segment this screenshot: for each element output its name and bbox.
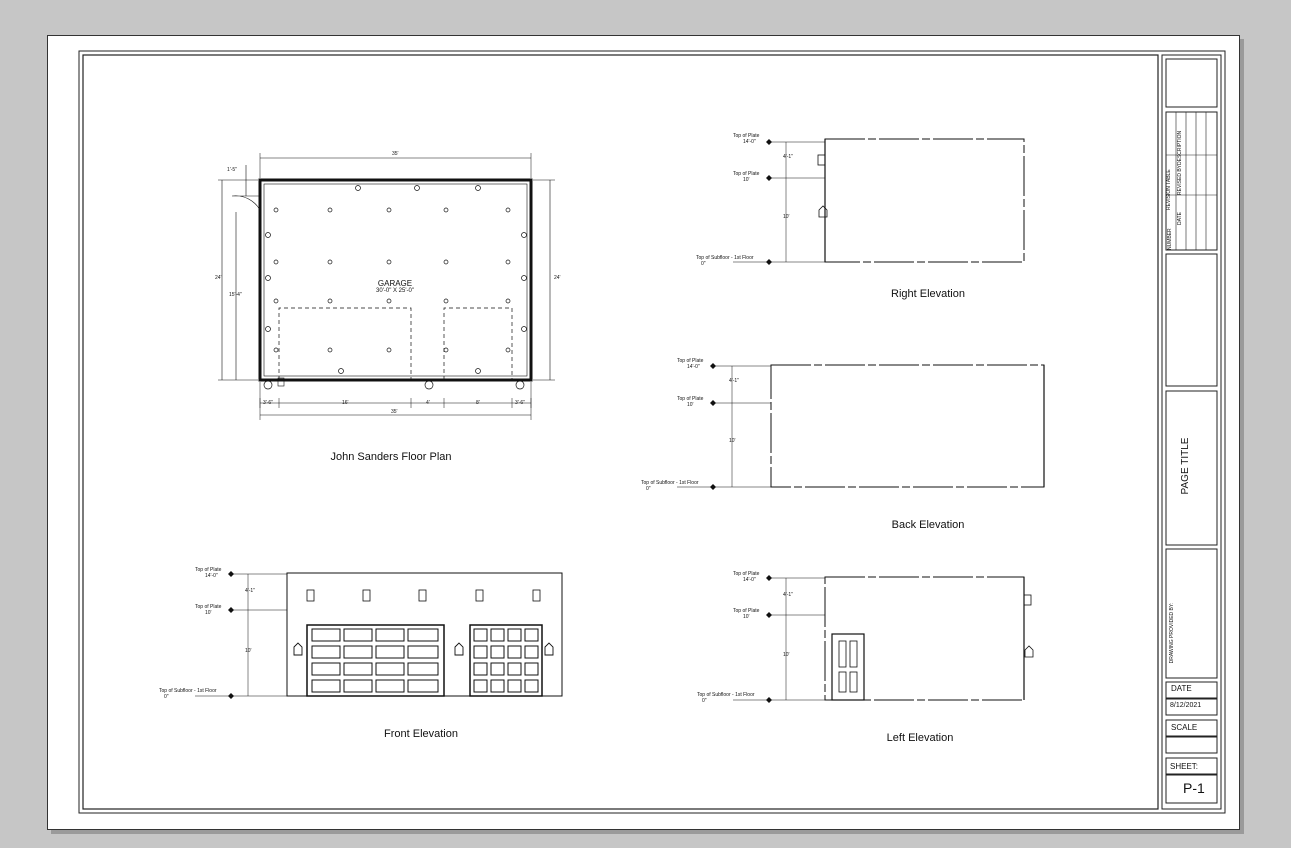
entry-door — [831, 633, 865, 701]
garage-door-2-opening — [443, 307, 513, 380]
marker-top-plate: Top of Plate — [677, 358, 704, 364]
marker-top-plate: Top of Plate — [733, 608, 760, 614]
drawing-provided-by: DRAWING PROVIDED BY: — [1169, 602, 1175, 664]
front-windows — [306, 589, 541, 602]
marker-top-plate-value: 14'-0" — [205, 573, 218, 579]
marker-top-plate: Top of Plate — [733, 571, 760, 577]
right-elevation-title: Right Elevation — [891, 288, 965, 300]
marker-subfloor-value: 0" — [702, 698, 707, 704]
marker-top-plate-value: 14'-0" — [743, 139, 756, 145]
revision-header-description: DESCRIPTION — [1177, 130, 1183, 165]
garage-door-1 — [306, 624, 445, 697]
dim-left: 24' — [215, 275, 222, 281]
marker-top-plate-value: 14'-0" — [687, 364, 700, 370]
garage-walls-inner — [263, 183, 528, 377]
left-elevation-drawing — [733, 576, 1034, 701]
left-elevation-title: Left Elevation — [886, 732, 954, 744]
page-title: PAGE TITLE — [1180, 437, 1191, 495]
garage-walls — [258, 178, 533, 382]
right-elevation-drawing — [733, 138, 1025, 263]
door-swing — [231, 195, 261, 211]
bottom-segment-5: 3'-6" — [515, 400, 525, 406]
floor-plan-title: John Sanders Floor Plan — [330, 451, 452, 463]
room-name: GARAGE — [377, 279, 413, 288]
scale-label: SCALE — [1171, 723, 1198, 732]
sheet-number: P-1 — [1183, 780, 1205, 796]
marker-top-plate: Top of Plate — [195, 567, 222, 573]
marker-top-plate-value: 10' — [743, 177, 750, 183]
marker-top-plate-value: 14'-0" — [743, 577, 756, 583]
back-elevation-drawing — [677, 364, 1045, 488]
dim-right: 24' — [554, 275, 561, 281]
dim-left-inner: 15'-4" — [229, 292, 242, 298]
revision-header-number: NUMBER — [1167, 228, 1173, 250]
marker-top-plate-value: 10' — [205, 610, 212, 616]
dim-top: 35' — [392, 151, 399, 157]
marker-subfloor: Top of Subfloor - 1st Floor — [696, 255, 754, 261]
dim-bottom: 35' — [391, 409, 398, 415]
garage-door-1-opening — [278, 307, 412, 380]
marker-subfloor: Top of Subfloor - 1st Floor — [641, 480, 699, 486]
marker-top-plate-value: 10' — [687, 402, 694, 408]
bottom-segment-1: 3'-6" — [263, 400, 273, 406]
marker-subfloor-value: 0" — [701, 261, 706, 267]
revision-table-title: REVISION TABLE — [1166, 169, 1172, 210]
dim-lower: 10' — [245, 648, 252, 654]
marker-top-plate: Top of Plate — [733, 133, 760, 139]
drawing-border — [82, 54, 1159, 810]
dim-lower: 10' — [729, 438, 736, 444]
front-elevation-title: Front Elevation — [384, 728, 458, 740]
ceiling-fixtures — [273, 207, 511, 353]
bottom-segment-2: 16' — [342, 400, 349, 406]
room-size: 30'-0" X 25'-0" — [376, 288, 414, 294]
marker-subfloor: Top of Subfloor - 1st Floor — [159, 688, 217, 694]
back-elevation-title: Back Elevation — [891, 519, 965, 531]
floor-plan — [218, 153, 555, 420]
marker-top-plate-value: 10' — [743, 614, 750, 620]
marker-subfloor-value: 0" — [646, 486, 651, 492]
dim-upper: 4'-1" — [783, 592, 793, 598]
date-label: DATE — [1171, 684, 1192, 693]
dim-upper: 4'-1" — [729, 378, 739, 384]
dim-upper: 4'-1" — [245, 588, 255, 594]
garage-door-2 — [469, 624, 543, 697]
marker-subfloor: Top of Subfloor - 1st Floor — [697, 692, 755, 698]
marker-subfloor-value: 0" — [164, 694, 169, 700]
front-elevation-drawing — [195, 572, 563, 697]
bottom-segment-4: 8' — [476, 400, 480, 406]
wall-outlets — [265, 185, 527, 374]
outer-border — [78, 50, 1226, 814]
date-value: 8/12/2021 — [1170, 702, 1202, 709]
marker-top-plate: Top of Plate — [677, 396, 704, 402]
dim-lower: 10' — [783, 652, 790, 658]
marker-top-plate: Top of Plate — [195, 604, 222, 610]
dim-upper: 4'-1" — [783, 154, 793, 160]
title-block-border — [1161, 54, 1222, 810]
level-diamonds — [228, 139, 772, 703]
dim-top-small: 1'-5" — [227, 167, 237, 173]
dim-lower: 10' — [783, 214, 790, 220]
bottom-segment-3: 4' — [426, 400, 430, 406]
sheet-label: SHEET: — [1170, 762, 1199, 771]
marker-top-plate: Top of Plate — [733, 171, 760, 177]
